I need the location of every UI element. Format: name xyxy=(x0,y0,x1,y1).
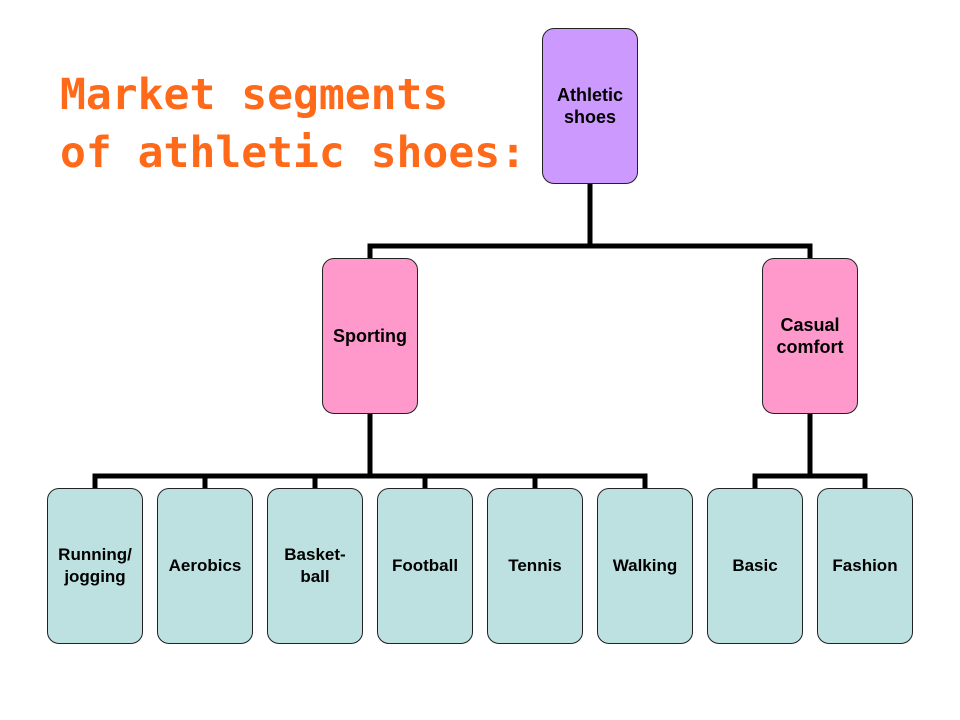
node-fashion: Fashion xyxy=(817,488,913,644)
node-basketball: Basket- ball xyxy=(267,488,363,644)
node-tennis: Tennis xyxy=(487,488,583,644)
slide-title: Market segments of athletic shoes: xyxy=(60,66,526,182)
node-casual-comfort: Casual comfort xyxy=(762,258,858,414)
title-line-1: Market segments xyxy=(60,70,449,120)
title-line-2: of athletic shoes: xyxy=(60,128,526,178)
node-running-jogging: Running/ jogging xyxy=(47,488,143,644)
node-football: Football xyxy=(377,488,473,644)
node-basic: Basic xyxy=(707,488,803,644)
node-aerobics: Aerobics xyxy=(157,488,253,644)
node-sporting: Sporting xyxy=(322,258,418,414)
node-athletic-shoes: Athletic shoes xyxy=(542,28,638,184)
node-walking: Walking xyxy=(597,488,693,644)
